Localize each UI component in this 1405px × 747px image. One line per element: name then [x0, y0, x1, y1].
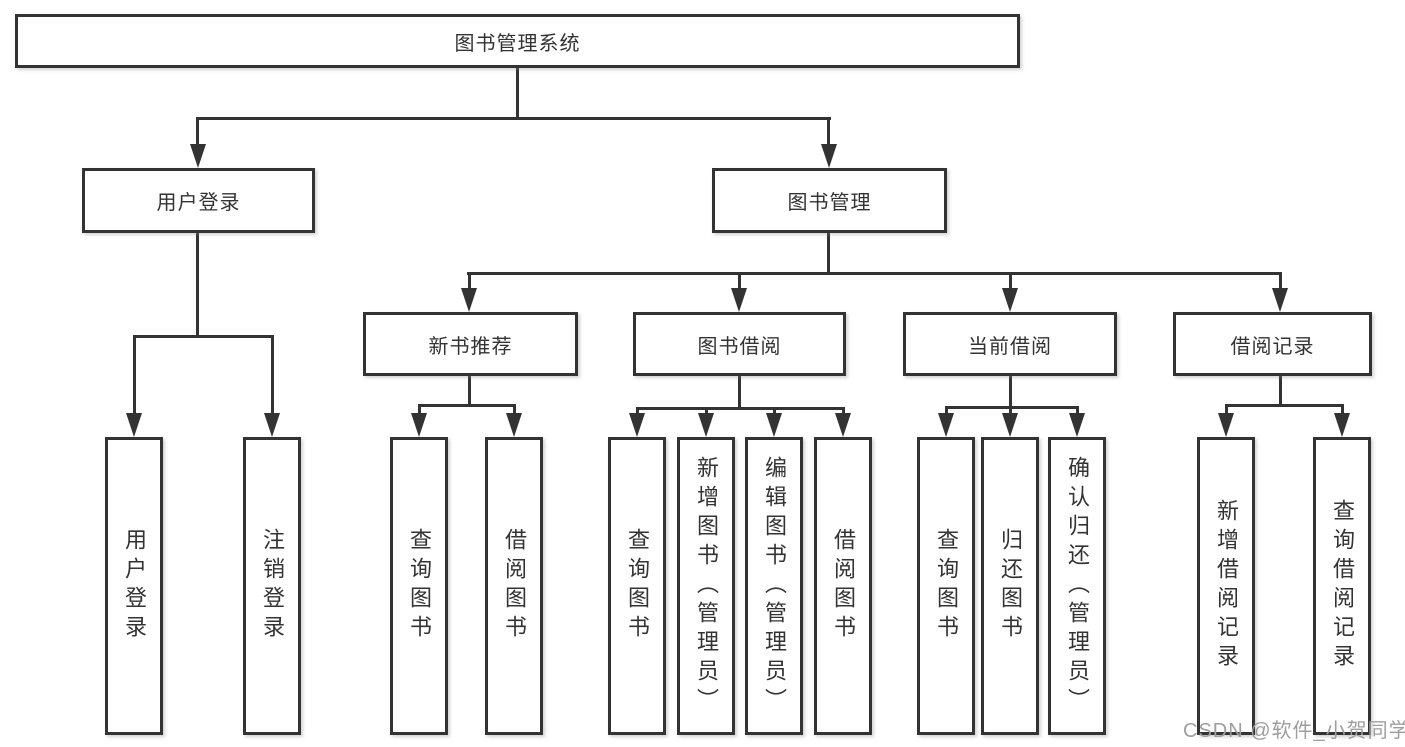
connector-borrow-records-stem [1279, 376, 1282, 406]
arrowhead-leaf [126, 413, 142, 437]
leaf-current-query-label: 查询图书 [934, 528, 959, 644]
leaf-borrow-add-admin-label: 新增图书（管理员） [694, 455, 719, 717]
connector-user-login-stem [196, 233, 199, 337]
connector-borrow-records-branch [1225, 404, 1343, 407]
arrowhead-leaf [629, 413, 645, 437]
arrowhead-leaf [411, 413, 427, 437]
arrowhead-user-login [190, 144, 206, 168]
leaf-current-confirm-admin: 确认归还（管理员） [1048, 437, 1106, 735]
node-current-borrow: 当前借阅 [903, 312, 1117, 376]
leaf-records-query: 查询借阅记录 [1313, 437, 1371, 735]
connector-drop-leaf [842, 407, 845, 418]
connector-drop-new-books [468, 272, 471, 292]
leaf-borrow-edit-admin: 编辑图书（管理员） [745, 437, 803, 735]
node-borrow-records-label: 借阅记录 [1230, 335, 1315, 358]
leaf-user-login-label: 用户登录 [122, 528, 147, 644]
connector-drop-leaf [1076, 406, 1079, 418]
leaf-borrow-query-label: 查询图书 [625, 528, 650, 644]
connector-drop-book-mgmt [827, 117, 830, 148]
connector-drop-leaf [1009, 406, 1012, 418]
leaf-logout: 注销登录 [243, 437, 301, 735]
node-user-login: 用户登录 [82, 168, 315, 233]
node-new-books-label: 新书推荐 [428, 335, 513, 358]
connector-drop-book-borrow [738, 272, 741, 292]
connector-root-branch [196, 117, 831, 120]
connector-root-stem [516, 67, 519, 119]
connector-drop-leaf [636, 407, 639, 418]
connector-book-borrow-stem [738, 376, 741, 409]
arrowhead-book-mgmt [821, 144, 837, 168]
connector-user-login-branch [133, 335, 274, 338]
connector-drop-user-login [196, 117, 199, 148]
node-book-borrow: 图书借阅 [633, 312, 846, 376]
connector-book-mgmt-stem [827, 233, 830, 274]
leaf-current-return: 归还图书 [981, 437, 1039, 735]
connector-drop-leaf [1341, 404, 1344, 418]
arrowhead-leaf [766, 413, 782, 437]
node-borrow-records: 借阅记录 [1173, 312, 1372, 376]
leaf-logout-label: 注销登录 [260, 528, 285, 644]
leaf-borrow-add-admin: 新增图书（管理员） [677, 437, 735, 735]
node-root-label: 图书管理系统 [454, 32, 581, 55]
connector-drop-leaf [773, 407, 776, 418]
connector-drop-borrow-records [1279, 272, 1282, 292]
leaf-borrow-query: 查询图书 [608, 437, 666, 735]
connector-drop-leaf [945, 406, 948, 418]
node-current-borrow-label: 当前借阅 [968, 335, 1052, 358]
leaf-newbooks-query: 查询图书 [390, 437, 448, 735]
leaf-newbooks-borrow: 借阅图书 [485, 437, 543, 735]
leaf-borrow-borrow: 借阅图书 [814, 437, 872, 735]
leaf-user-login: 用户登录 [105, 437, 163, 735]
arrowhead-leaf [1002, 413, 1018, 437]
connector-current-borrow-stem [1009, 376, 1012, 408]
node-root: 图书管理系统 [15, 14, 1020, 68]
node-new-books: 新书推荐 [363, 312, 578, 376]
arrowhead-leaf [1334, 413, 1350, 437]
leaf-current-confirm-admin-label: 确认归还（管理员） [1065, 455, 1090, 717]
connector-drop-leaf [1225, 404, 1228, 418]
arrowhead-book-borrow [731, 288, 747, 312]
arrowhead-leaf [1218, 413, 1234, 437]
leaf-records-add-label: 新增借阅记录 [1214, 499, 1239, 673]
leaf-current-return-label: 归还图书 [998, 528, 1023, 644]
arrowhead-leaf [698, 413, 714, 437]
leaf-newbooks-borrow-label: 借阅图书 [502, 528, 527, 644]
node-book-borrow-label: 图书借阅 [697, 335, 782, 358]
arrowhead-new-books [461, 288, 477, 312]
arrowhead-leaf [938, 413, 954, 437]
leaf-current-query: 查询图书 [917, 437, 975, 735]
connector-book-borrow-branch [636, 407, 845, 410]
node-book-mgmt-label: 图书管理 [787, 192, 872, 214]
leaf-borrow-borrow-label: 借阅图书 [831, 528, 856, 644]
leaf-newbooks-query-label: 查询图书 [407, 528, 432, 644]
leaf-records-query-label: 查询借阅记录 [1330, 499, 1355, 673]
csdn-watermark: CSDN @软件_小贺同学 [1183, 720, 1405, 742]
connector-drop-leaf [271, 335, 274, 416]
connector-drop-leaf [133, 335, 136, 416]
connector-drop-leaf [705, 407, 708, 418]
arrowhead-leaf [1069, 413, 1085, 437]
arrowhead-leaf [264, 413, 280, 437]
arrowhead-leaf [835, 413, 851, 437]
connector-drop-leaf [513, 404, 516, 418]
node-user-login-label: 用户登录 [156, 192, 241, 214]
node-book-mgmt: 图书管理 [712, 168, 947, 233]
connector-book-mgmt-branch [467, 272, 1282, 275]
connector-drop-current-borrow [1009, 272, 1012, 292]
connector-new-books-stem [468, 376, 471, 406]
arrowhead-borrow-records [1272, 288, 1288, 312]
connector-drop-leaf [418, 404, 421, 418]
arrowhead-leaf [506, 413, 522, 437]
connector-new-books-branch [418, 404, 516, 407]
leaf-records-add: 新增借阅记录 [1197, 437, 1255, 735]
leaf-borrow-edit-admin-label: 编辑图书（管理员） [762, 455, 787, 717]
arrowhead-current-borrow [1002, 288, 1018, 312]
